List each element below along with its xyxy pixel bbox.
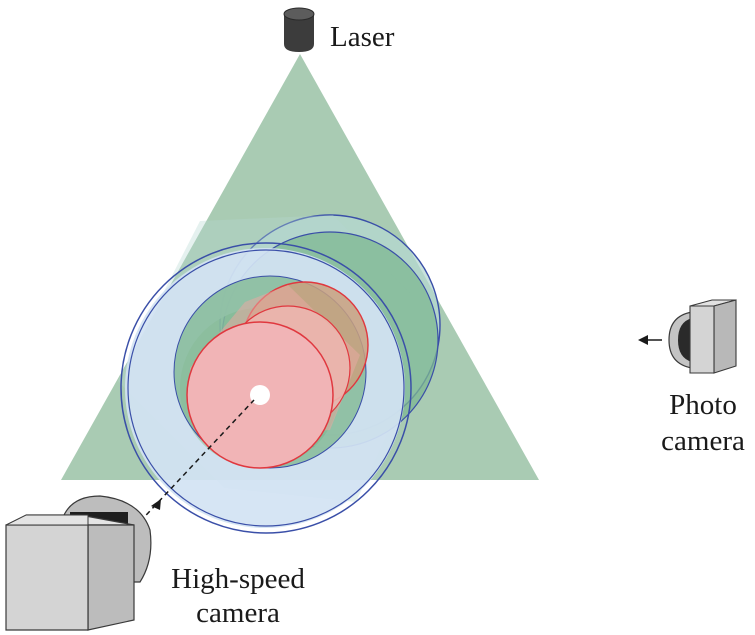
photo-camera-label-line2: camera — [661, 425, 745, 457]
center-hole — [250, 385, 270, 405]
photo-camera-label-line1: Photo — [669, 389, 737, 421]
high-speed-camera-icon — [5, 495, 152, 631]
photo-camera-icon — [668, 299, 737, 374]
high-speed-camera-label-line1: High-speed — [171, 563, 305, 595]
high-speed-camera-label-line2: camera — [196, 597, 280, 629]
outer-tube-rim-inner — [127, 249, 405, 527]
outer-tube-rim-outer — [120, 242, 412, 534]
laser-label: Laser — [330, 21, 395, 53]
line-of-sight-arrowhead — [151, 499, 161, 510]
laser-icon — [283, 7, 315, 52]
photo-camera-arrowhead — [638, 335, 648, 345]
